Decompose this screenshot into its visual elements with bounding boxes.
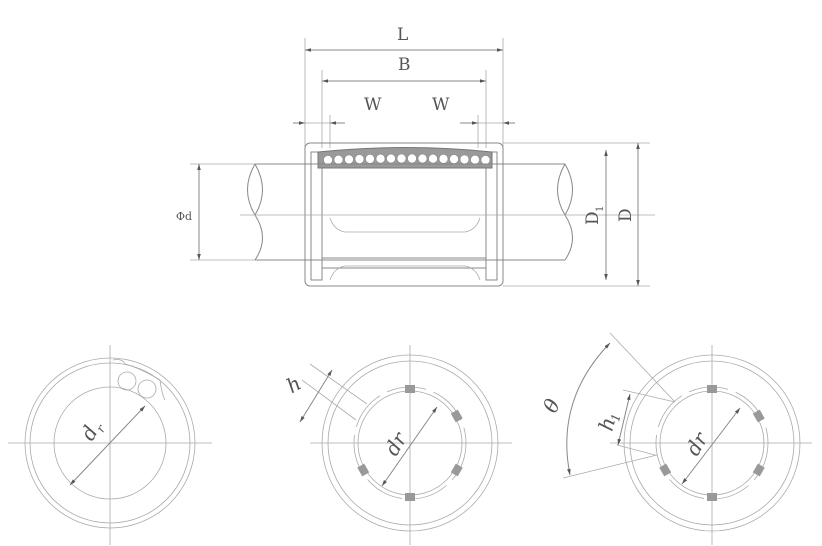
ball — [354, 154, 365, 164]
slot — [405, 385, 415, 393]
ball — [323, 155, 333, 165]
side-view: L B W W Φd D — [176, 25, 655, 287]
ball — [365, 154, 375, 164]
label-L: L — [397, 25, 408, 45]
section-view-1: d r — [8, 345, 212, 545]
ball — [375, 153, 386, 164]
slot — [450, 463, 463, 477]
ball — [386, 153, 396, 164]
slot — [752, 409, 765, 423]
label-D1: D — [583, 211, 603, 225]
ball — [449, 154, 459, 164]
section-view-2: h dr — [282, 345, 512, 545]
ball — [396, 153, 407, 164]
slot — [357, 463, 370, 477]
slot — [707, 493, 717, 501]
label-dr-2: dr — [380, 427, 413, 460]
ball — [459, 154, 470, 165]
slot — [450, 409, 463, 423]
ball — [480, 155, 491, 165]
ball — [417, 153, 428, 164]
label-D1-sub: 1 — [595, 206, 606, 212]
ball — [407, 153, 417, 164]
ball — [438, 154, 449, 164]
balls — [323, 153, 491, 165]
label-B: B — [398, 55, 411, 75]
label-W-right: W — [432, 95, 450, 115]
label-h1: h — [594, 415, 621, 434]
label-h1-sub: 1 — [608, 412, 624, 423]
ball — [428, 153, 438, 164]
slot — [659, 463, 672, 477]
bearing-outer — [304, 142, 504, 287]
slot — [707, 385, 717, 393]
label-phi-d: Φd — [176, 210, 192, 223]
ball — [470, 154, 480, 165]
label-D: D — [616, 208, 636, 222]
slot — [405, 493, 415, 501]
section-view-3: θ h 1 dr — [538, 332, 812, 545]
label-theta: θ — [538, 395, 565, 416]
label-h: h — [282, 371, 305, 398]
shaft — [247, 163, 573, 261]
seal-slots — [659, 385, 765, 501]
label-W-left: W — [364, 95, 382, 115]
label-dr-3: dr — [681, 427, 714, 460]
slot — [752, 463, 765, 477]
ball — [333, 154, 344, 165]
seal-slots — [357, 385, 463, 501]
ball — [344, 154, 354, 165]
